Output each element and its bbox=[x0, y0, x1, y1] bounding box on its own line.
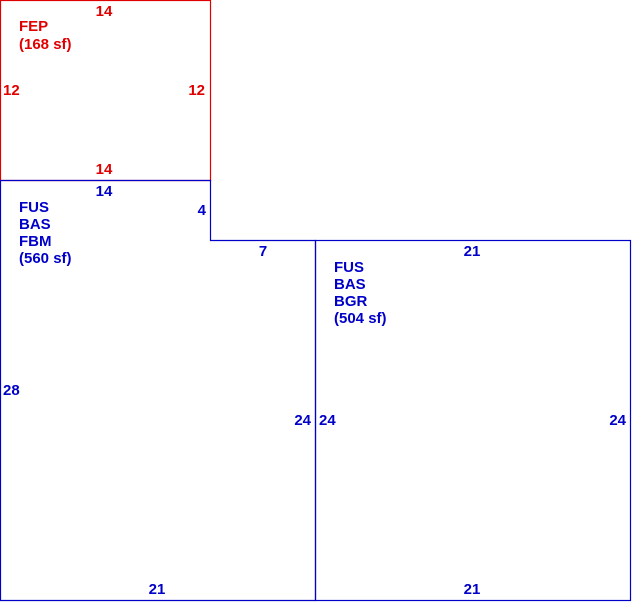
right-section-outline bbox=[314, 239, 632, 602]
left-bottom-dim: 21 bbox=[149, 581, 166, 598]
left-code-3: FBM bbox=[19, 233, 52, 250]
fep-area: (168 sf) bbox=[19, 36, 72, 53]
right-bottom-dim: 21 bbox=[464, 581, 481, 598]
right-area: (504 sf) bbox=[334, 310, 387, 327]
left-step-h-dim: 7 bbox=[259, 243, 267, 260]
right-right-dim: 24 bbox=[609, 412, 626, 429]
right-code-1: FUS bbox=[334, 259, 364, 276]
fep-top-dim: 14 bbox=[96, 3, 113, 20]
left-code-2: BAS bbox=[19, 216, 51, 233]
right-top-dim: 21 bbox=[464, 243, 481, 260]
left-code-1: FUS bbox=[19, 199, 49, 216]
right-left-dim: 24 bbox=[319, 412, 336, 429]
left-right-dim: 24 bbox=[294, 412, 311, 429]
fep-bottom-dim: 14 bbox=[96, 161, 113, 178]
fep-right-dim: 12 bbox=[188, 82, 205, 99]
left-left-dim: 28 bbox=[3, 382, 20, 399]
right-code-2: BAS bbox=[334, 276, 366, 293]
left-area: (560 sf) bbox=[19, 250, 72, 267]
left-step-v-dim: 4 bbox=[198, 202, 207, 219]
left-top-dim: 14 bbox=[96, 183, 113, 200]
fep-code-1: FEP bbox=[19, 18, 48, 35]
fep-left-dim: 12 bbox=[3, 82, 20, 99]
right-code-3: BGR bbox=[334, 293, 368, 310]
